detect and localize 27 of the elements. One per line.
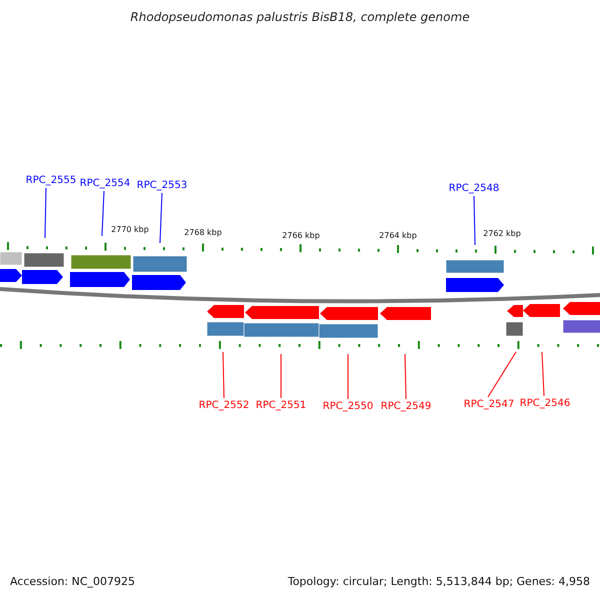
gene-label: RPC_2549 <box>380 401 432 413</box>
leader-line <box>488 352 516 398</box>
gene-label: RPC_2552 <box>198 400 250 412</box>
leader-line <box>222 352 224 398</box>
leader-line <box>280 354 282 398</box>
scale-label: 2764 kbp <box>379 230 417 242</box>
title: Rhodopseudomonas palustris BisB18, complete genome <box>130 10 470 25</box>
gene-label: RPC_2550 <box>322 401 374 413</box>
gene-label: RPC_2553 <box>136 180 188 192</box>
leader-line <box>160 192 162 244</box>
scale-label: 2768 kbp <box>184 227 222 239</box>
accession-text: Accession: NC_007925 <box>10 575 136 588</box>
scale-label: 2766 kbp <box>282 230 320 242</box>
gene-label: RPC_2548 <box>448 183 500 195</box>
leader-line <box>44 188 46 238</box>
gene-label: RPC_2554 <box>80 178 130 190</box>
leader-line <box>542 352 544 396</box>
leader-line <box>404 354 406 400</box>
gene-label: RPC_2551 <box>256 400 306 412</box>
genome-info-text: Topology: circular; Length: 5,513,844 bp; Genes: 4,958 <box>288 575 590 588</box>
gene-label: RPC_2546 <box>520 398 570 410</box>
gene-label: RPC_2555 <box>26 175 76 187</box>
leader-line <box>474 196 476 246</box>
scale-label: 2770 kbp <box>111 224 149 236</box>
scale-label: 2762 kbp <box>483 228 521 240</box>
gene-label: RPC_2547 <box>464 399 514 411</box>
leader-line <box>102 190 104 236</box>
